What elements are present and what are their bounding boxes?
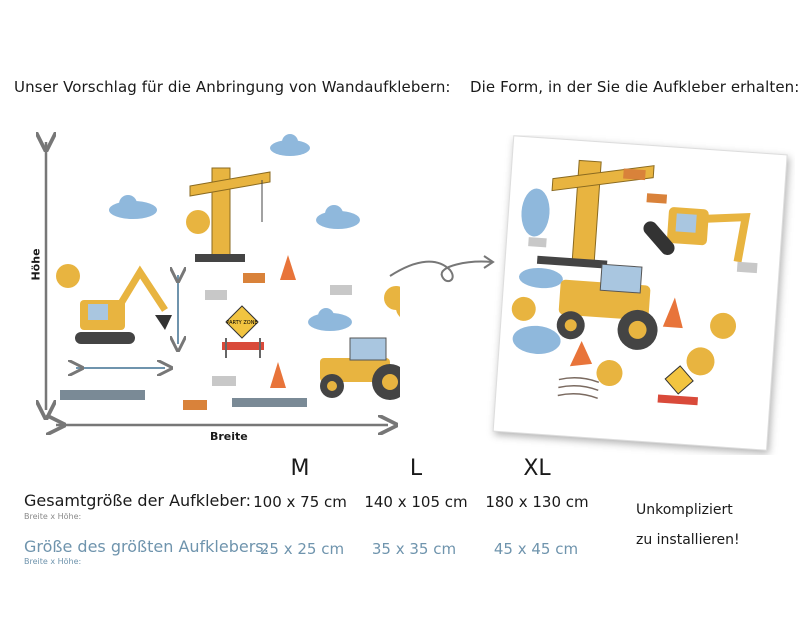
tractor-icon xyxy=(320,337,400,400)
size-column-m: M xyxy=(290,456,310,481)
height-label: Höhe xyxy=(29,248,43,281)
largest-size-m: 25 x 25 cm xyxy=(259,540,345,558)
largest-size-l: 35 x 35 cm xyxy=(371,540,457,558)
size-column-l: L xyxy=(409,456,423,481)
balloon-icon xyxy=(56,210,400,317)
heading-suggestion: Unser Vorschlag für die Anbringung von W… xyxy=(14,78,451,96)
cloud-icon xyxy=(109,134,360,331)
cone-icon xyxy=(270,255,296,388)
width-label: Breite xyxy=(210,430,248,443)
total-size-sublabel: Breite x Höhe: xyxy=(24,512,82,521)
size-column-xl: XL xyxy=(523,456,551,481)
curly-arrow-icon xyxy=(389,255,495,283)
crane-icon xyxy=(189,167,271,262)
largest-size-xl: 45 x 45 cm xyxy=(493,540,579,558)
easy-install-note-line1: Unkompliziert xyxy=(636,502,733,518)
heading-delivery-form: Die Form, in der Sie die Aufkleber erhal… xyxy=(470,78,800,96)
total-size-label: Gesamtgröße der Aufkleber: xyxy=(24,491,252,510)
total-size-m: 100 x 75 cm xyxy=(253,493,347,511)
total-size-l: 140 x 105 cm xyxy=(364,493,468,511)
party-zone-sign xyxy=(657,365,699,406)
svg-text:PARTY ZONE: PARTY ZONE xyxy=(226,320,257,326)
wall-arrangement-illustration: PARTY ZONE xyxy=(0,130,400,450)
largest-sticker-label: Größe des größten Aufklebers: xyxy=(24,537,270,556)
excavator-icon xyxy=(75,265,172,344)
largest-sticker-sublabel: Breite x Höhe: xyxy=(24,557,82,566)
sticker-sheet-illustration xyxy=(492,135,788,451)
easy-install-note-line2: zu installieren! xyxy=(636,532,740,548)
total-size-xl: 180 x 130 cm xyxy=(485,493,589,511)
excavator-icon xyxy=(643,207,751,263)
party-zone-sign: PARTY ZONE xyxy=(222,305,264,358)
tractor-icon xyxy=(556,263,658,350)
